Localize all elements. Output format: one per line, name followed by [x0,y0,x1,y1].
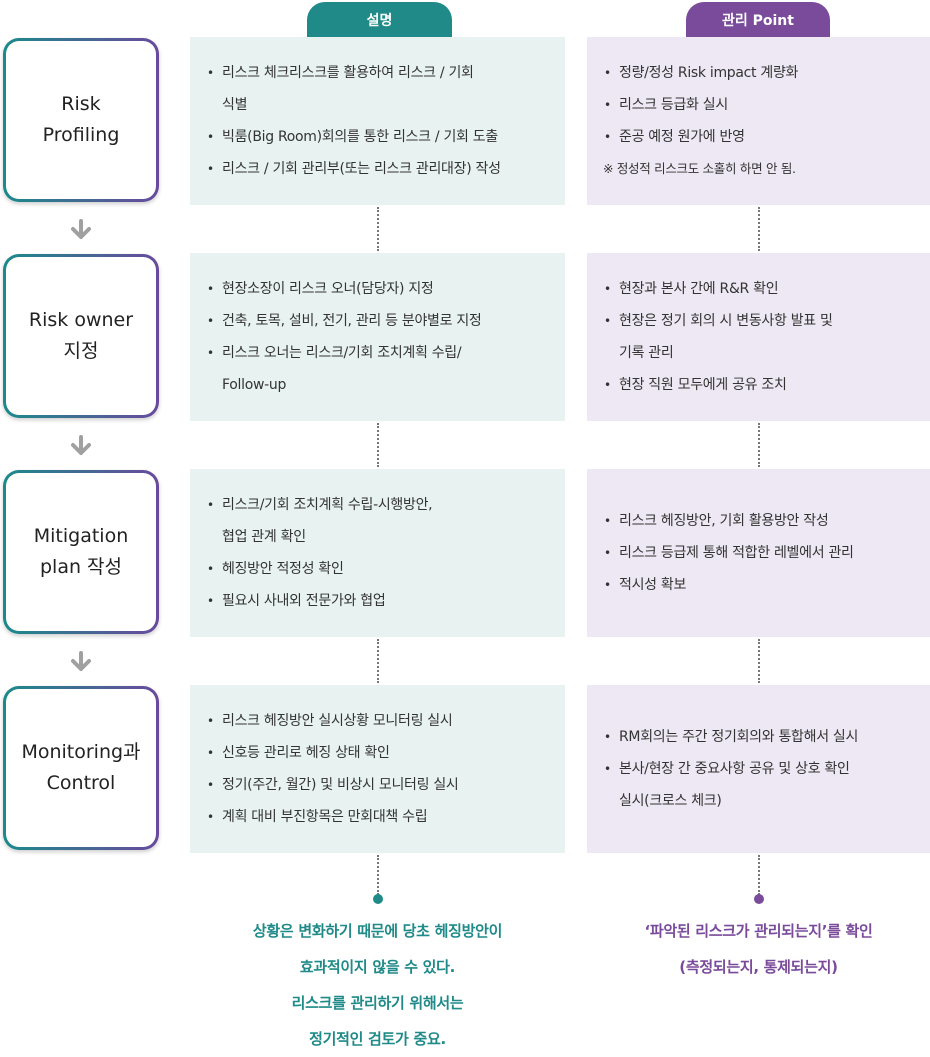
description-item: 현장소장이 리스크 오너(담당자) 지정 [206,273,553,305]
management-item-continued: 기록 관리 [619,345,674,361]
management-panel-mitigation-plan: 리스크 헤징방안, 기회 활용방안 작성 리스크 등급제 통해 적합한 레벨에서… [587,469,930,637]
description-item-continued: 식별 [222,97,248,113]
stage-title-line: plan 작성 [39,556,123,578]
stage-title-line: Profiling [42,124,120,146]
dotted-connector [758,423,760,467]
management-item: 적시성 확보 [603,569,918,601]
description-item: 정기(주간, 월간) 및 비상시 모니터링 실시 [206,769,553,801]
description-panel-mitigation-plan: 리스크/기회 조치계획 수립-시행방안, 협업 관계 확인 헤징방안 적정성 확… [190,469,565,637]
management-panel-monitoring-control: RM회의는 주간 정기회의와 통합해서 실시 본사/현장 간 중요사항 공유 및… [587,685,930,853]
stage-risk-owner: Risk owner 지정 [3,254,159,418]
management-conclusion: ‘파악된 리스크가 관리되는지’를 확인 (측정되는지, 통제되는지) [587,913,930,985]
description-conclusion: 상황은 변화하기 때문에 당초 헤징방안이 효과적이지 않을 수 있다. 리스크… [190,913,565,1057]
dotted-connector [758,639,760,683]
conclusion-line: 리스크를 관리하기 위해서는 [291,994,464,1012]
management-item-continued: 실시(크로스 체크) [619,793,722,809]
stage-monitoring-control: Monitoring과 Control [3,686,159,850]
conclusion-line: ‘파악된 리스크가 관리되는지’를 확인 [644,922,873,940]
arrow-down-icon [71,651,91,671]
description-panel-monitoring-control: 리스크 헤징방안 실시상황 모니터링 실시 신호등 관리로 헤징 상태 확인 정… [190,685,565,853]
management-item: 현장과 본사 간에 R&R 확인 [603,273,918,305]
management-panel-risk-owner: 현장과 본사 간에 R&R 확인 현장은 정기 회의 시 변동사항 발표 및 기… [587,253,930,421]
management-item: 현장은 정기 회의 시 변동사항 발표 및 [603,305,918,337]
description-item: 필요시 사내외 전문가와 협업 [206,585,553,617]
description-header: 설명 [307,2,452,38]
management-note: ※ 정성적 리스크도 소홀히 하면 안 됨. [603,161,796,176]
description-panel-risk-owner: 현장소장이 리스크 오너(담당자) 지정 건축, 토목, 설비, 전기, 관리 … [190,253,565,421]
stage-title-line: Risk [61,93,101,115]
stage-title-line: Monitoring과 [21,741,141,763]
management-item: 준공 예정 원가에 반영 [603,121,918,153]
dotted-connector [758,207,760,251]
conclusion-line: 정기적인 검토가 중요. [309,1030,446,1048]
stage-mitigation-plan: Mitigation plan 작성 [3,470,159,634]
conclusion-line: (측정되는지, 통제되는지) [679,958,838,976]
description-item: 헤징방안 적정성 확인 [206,553,553,585]
description-item: 리스크 오너는 리스크/기회 조치계획 수립/ [206,337,553,369]
description-panel-risk-profiling: 리스크 체크리스크를 활용하여 리스크 / 기회 식별 빅룸(Big Room)… [190,37,565,205]
conclusion-line: 효과적이지 않을 수 있다. [299,958,456,976]
description-item: 계획 대비 부진항목은 만회대책 수립 [206,801,553,833]
description-item-continued: 협업 관계 확인 [222,529,306,545]
management-item: 리스크 헤징방안, 기회 활용방안 작성 [603,505,918,537]
management-item: 정량/정성 Risk impact 계량화 [603,57,918,89]
stage-risk-profiling: Risk Profiling [3,38,159,202]
management-header: 관리 Point [686,2,830,38]
description-item: 리스크/기회 조치계획 수립-시행방안, [206,489,553,521]
description-item: 리스크 / 기회 관리부(또는 리스크 관리대장) 작성 [206,153,553,185]
management-item: 리스크 등급제 통해 적합한 레벨에서 관리 [603,537,918,569]
stage-title-line: Control [46,772,116,794]
stage-title-line: 지정 [63,340,99,362]
description-item-continued: Follow-up [222,377,287,393]
description-item: 건축, 토목, 설비, 전기, 관리 등 분야별로 지정 [206,305,553,337]
conclusion-line: 상황은 변화하기 때문에 당초 헤징방안이 [252,922,503,940]
dotted-connector [758,855,760,895]
management-item: 본사/현장 간 중요사항 공유 및 상호 확인 [603,753,918,785]
management-panel-risk-profiling: 정량/정성 Risk impact 계량화 리스크 등급화 실시 준공 예정 원… [587,37,930,205]
dot-icon [754,894,764,904]
description-item: 빅룸(Big Room)회의를 통한 리스크 / 기회 도출 [206,121,553,153]
stage-title-line: Risk owner [28,309,134,331]
description-item: 신호등 관리로 헤징 상태 확인 [206,737,553,769]
dotted-connector [377,207,379,251]
arrow-down-icon [71,435,91,455]
dotted-connector [377,639,379,683]
management-item: 현장 직원 모두에게 공유 조치 [603,369,918,401]
description-item: 리스크 헤징방안 실시상황 모니터링 실시 [206,705,553,737]
dot-icon [373,894,383,904]
stage-title-line: Mitigation [33,525,129,547]
management-item: RM회의는 주간 정기회의와 통합해서 실시 [603,721,918,753]
description-item: 리스크 체크리스크를 활용하여 리스크 / 기회 [206,57,553,89]
management-item: 리스크 등급화 실시 [603,89,918,121]
dotted-connector [377,855,379,895]
arrow-down-icon [71,219,91,239]
dotted-connector [377,423,379,467]
